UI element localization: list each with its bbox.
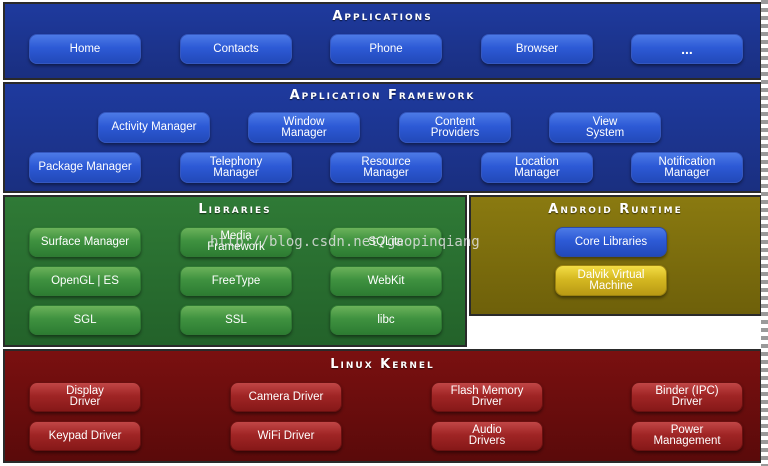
framework-resource-manager: Resource Manager (330, 152, 442, 183)
kernel-power-management: Power Management (631, 421, 743, 451)
lib-ssl: SSL (180, 305, 292, 335)
kernel-layer: Linux Kernel Display Driver Camera Drive… (3, 349, 762, 463)
applications-layer: Applications Home Contacts Phone Browser… (3, 2, 762, 80)
kernel-wifi-driver: WiFi Driver (230, 421, 342, 451)
runtime-core-libraries: Core Libraries (555, 227, 667, 257)
kernel-audio-drivers: Audio Drivers (431, 421, 543, 451)
app-phone: Phone (330, 34, 442, 64)
kernel-title: Linux Kernel (330, 357, 435, 372)
app-browser: Browser (481, 34, 593, 64)
framework-window-manager: Window Manager (248, 112, 360, 143)
app-contacts: Contacts (180, 34, 292, 64)
lib-sgl: SGL (29, 305, 141, 335)
libraries-title: Libraries (198, 202, 272, 217)
framework-package-manager: Package Manager (29, 152, 141, 183)
lib-media-framework: Media Framework (180, 227, 292, 257)
lib-surface-manager: Surface Manager (29, 227, 141, 257)
framework-activity-manager: Activity Manager (98, 112, 210, 143)
app-more: ... (631, 34, 743, 64)
lib-libc: libc (330, 305, 442, 335)
framework-telephony-manager: Telephony Manager (180, 152, 292, 183)
framework-content-providers: Content Providers (399, 112, 511, 143)
right-edge-border (761, 0, 768, 466)
framework-location-manager: Location Manager (481, 152, 593, 183)
app-home: Home (29, 34, 141, 64)
lib-sqlite: SQLite (330, 227, 442, 257)
applications-title: Applications (332, 9, 433, 24)
kernel-binder-ipc-driver: Binder (IPC) Driver (631, 382, 743, 412)
framework-layer: Application Framework Activity Manager W… (3, 82, 762, 193)
runtime-title: Android Runtime (548, 202, 683, 217)
kernel-keypad-driver: Keypad Driver (29, 421, 141, 451)
lib-freetype: FreeType (180, 266, 292, 296)
runtime-layer: Android Runtime Core Libraries Dalvik Vi… (469, 195, 762, 316)
libraries-layer: Libraries Surface Manager Media Framewor… (3, 195, 467, 347)
kernel-camera-driver: Camera Driver (230, 382, 342, 412)
framework-title: Application Framework (289, 88, 476, 103)
kernel-display-driver: Display Driver (29, 382, 141, 412)
runtime-dalvik-vm: Dalvik Virtual Machine (555, 265, 667, 296)
framework-view-system: View System (549, 112, 661, 143)
kernel-flash-memory-driver: Flash Memory Driver (431, 382, 543, 412)
lib-webkit: WebKit (330, 266, 442, 296)
framework-notification-manager: Notification Manager (631, 152, 743, 183)
lib-opengl-es: OpenGL | ES (29, 266, 141, 296)
